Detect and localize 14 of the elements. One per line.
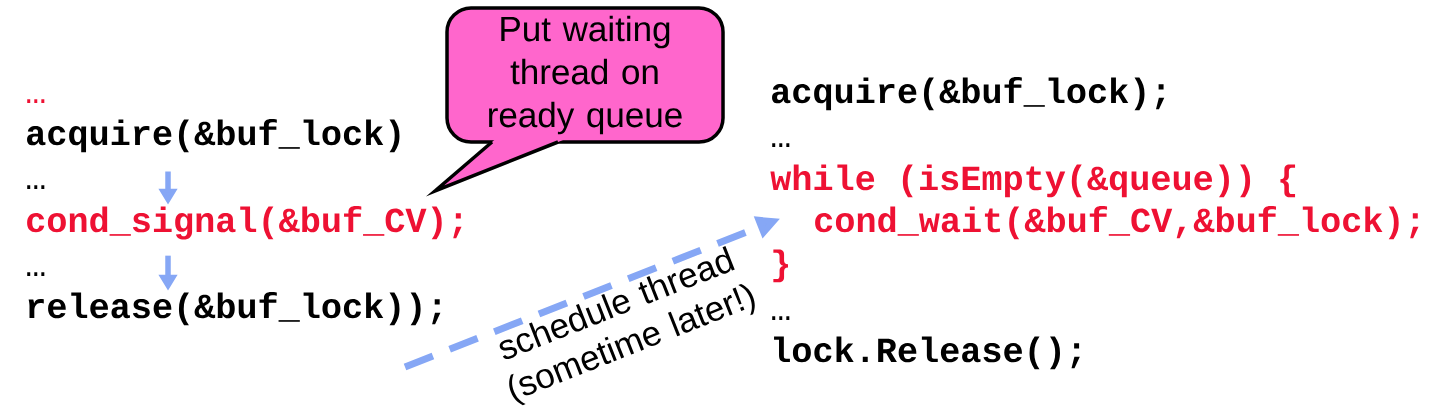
ellipsis: … — [27, 185, 45, 189]
code-line: cond_wait(&buf_CV,&buf_lock); — [815, 205, 1419, 240]
code-line: release(&buf_lock)); — [28, 291, 441, 326]
speech-bubble: Put waiting thread on ready queue — [425, 6, 725, 197]
ellipsis: … — [772, 143, 790, 147]
code-line: acquire(&buf_lock); — [772, 76, 1165, 111]
ellipsis: … — [772, 316, 790, 320]
ellipsis: … — [27, 272, 45, 276]
ellipsis: … — [27, 99, 45, 103]
code-line: cond_signal(&buf_CV); — [27, 205, 462, 240]
code-line: } — [773, 249, 788, 283]
code-line: acquire(&buf_lock) — [27, 118, 400, 153]
code-line: while (isEmpty(&queue)) { — [770, 164, 1296, 198]
code-line: lock.Release(); — [774, 336, 1080, 370]
